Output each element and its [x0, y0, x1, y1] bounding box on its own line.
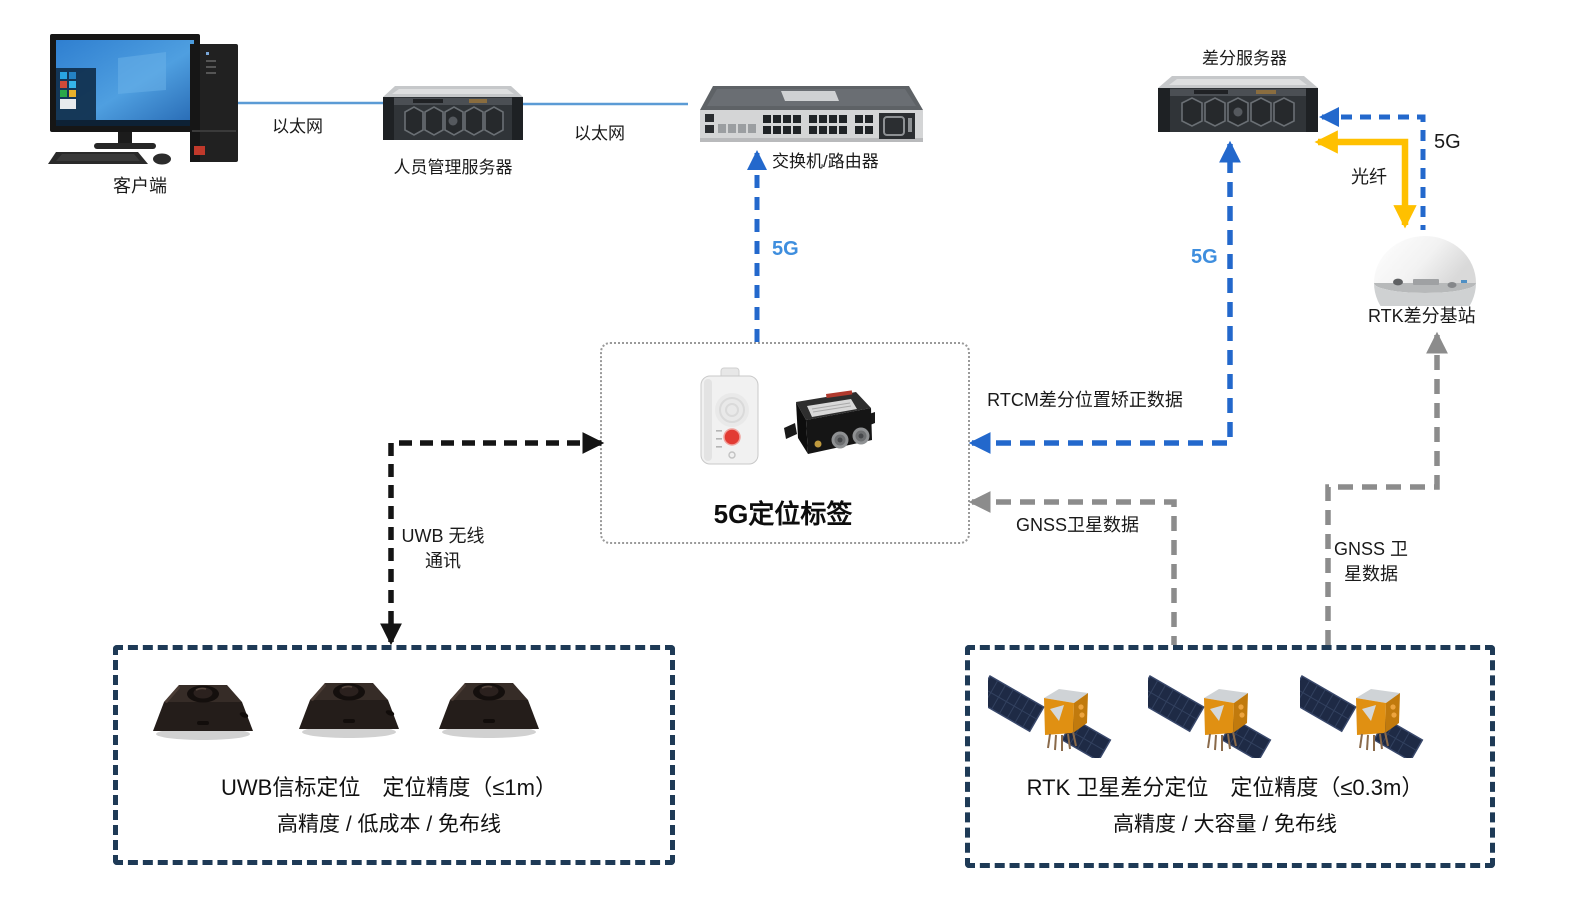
tag-box-title-wrap: 5G定位标签	[600, 494, 966, 531]
edge-rtcm-link	[968, 140, 1241, 454]
rtk-box-line1: RTK 卫星差分定位 定位精度（≤0.3m）	[1026, 775, 1424, 800]
desktop-pc-icon	[48, 34, 238, 165]
tag-box-title: 5G定位标签	[713, 499, 853, 529]
switch-label: 交换机/路由器	[772, 152, 879, 171]
mgmt-server-label: 人员管理服务器	[393, 158, 513, 177]
uwb-box-line1: UWB信标定位 定位精度（≤1m）	[221, 775, 557, 800]
rtk-box-line2: 高精度 / 大容量 / 免布线	[1112, 813, 1337, 836]
eth1-label: 以太网	[272, 117, 323, 136]
edge-5g-base-diffserver	[1319, 107, 1426, 230]
edge-uwb-link	[380, 432, 605, 646]
uwb-beacon-icon	[439, 683, 539, 738]
rack-server-icon-diff	[1158, 76, 1318, 132]
rtk-base-label: RTK差分基站	[1368, 306, 1476, 326]
rtk-group-box	[965, 645, 1495, 868]
5g-left-label: 5G	[772, 238, 799, 260]
client-label: 客户端	[113, 176, 167, 196]
fiber-label: 光纤	[1351, 167, 1387, 187]
antenna-dome-icon	[1374, 236, 1476, 306]
edge-fiber-base-diffserver	[1314, 130, 1417, 229]
rtk-module-black-icon	[784, 390, 875, 454]
diff-server-label: 差分服务器	[1202, 49, 1287, 68]
satellite-icon	[1148, 674, 1272, 758]
gnss-tag-label: GNSS卫星数据	[1016, 515, 1140, 535]
uwb-box-line2: 高精度 / 低成本 / 免布线	[276, 813, 501, 836]
network-switch-icon	[700, 86, 923, 142]
satellite-icon	[988, 674, 1112, 758]
5g-mid-label: 5G	[1191, 246, 1218, 268]
satellite-icon	[1300, 674, 1424, 758]
uwb-beacon-icon	[299, 683, 399, 738]
eth2-label: 以太网	[574, 124, 625, 143]
uwb-comm-label: UWB 无线通讯	[401, 526, 485, 571]
gnss-base-label: GNSS 卫星数据	[1333, 539, 1408, 584]
uwb-beacon-icon	[153, 685, 253, 740]
edge-gnss-to-tag	[968, 491, 1177, 645]
uwb-group-box	[113, 645, 675, 865]
5g-right-label: 5G	[1434, 131, 1461, 153]
edge-gnss-to-base	[1325, 331, 1448, 645]
5g-tag-white-icon	[700, 367, 759, 465]
rack-server-icon-mgmt	[383, 86, 523, 140]
rtcm-label: RTCM差分位置矫正数据	[987, 390, 1183, 410]
